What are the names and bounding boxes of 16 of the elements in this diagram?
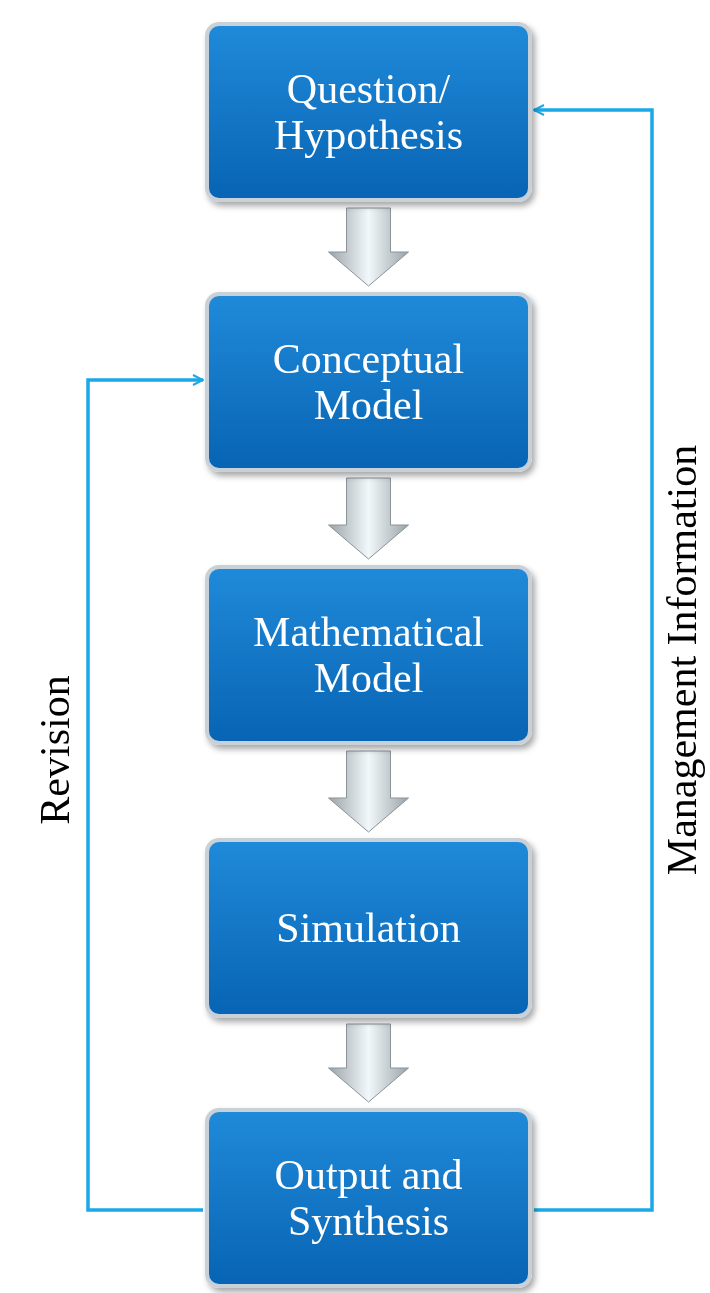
process-box: [205, 292, 532, 472]
block-arrow: [328, 207, 409, 287]
box-label: Simulation: [276, 904, 461, 952]
box-label: Question/ Hypothesis: [273, 65, 464, 159]
block-arrow: [328, 750, 409, 833]
process-box: [205, 1108, 532, 1288]
process-box: [205, 838, 532, 1018]
box-label: Output and Synthesis: [273, 1151, 464, 1245]
box-label: Conceptual Model: [271, 335, 466, 429]
block-arrow: [328, 477, 409, 560]
process-box: [205, 22, 532, 202]
feedback-arrow: [86, 374, 204, 1212]
block-arrow: [328, 1023, 409, 1103]
feedback-arrow: [533, 104, 654, 1212]
process-box: [205, 565, 532, 745]
box-label: Mathematical Model: [252, 608, 485, 702]
